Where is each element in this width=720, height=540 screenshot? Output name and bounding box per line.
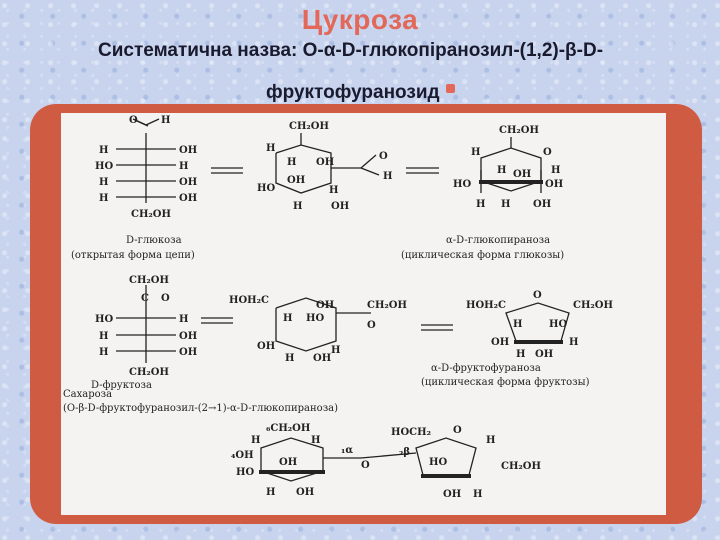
sucrose-glucose-label: H [266,487,275,498]
fructose-row2-right: OH [179,331,197,342]
fructofuranose-caption-name: α-D-фруктофураноза [431,363,541,374]
glucopyranose-label: OH [545,179,563,190]
glucose-open-bottom: CH₂OH [131,209,171,220]
sucrose-fructose-label: H [486,435,495,446]
glucose-pseudo-label: H [293,201,302,212]
glucopyranose-caption-form: (циклическая форма глюкозы) [401,250,564,261]
sucrose-glucose-label: OH [296,487,314,498]
glucose-open-o: O [129,115,138,126]
sucrose-fructose-label: H [473,489,482,500]
sucrose-caption-name: Сахароза [63,389,112,400]
sucrose-glucose-label: ₆CH₂OH [266,423,310,434]
accent-dot [446,84,455,93]
fructose-row3-left: H [99,347,108,358]
glucopyranose-label: H [471,147,480,158]
fructofuranose-label: OH [535,349,553,360]
systematic-name-line-2: фруктофуранозид [266,82,440,103]
glucopyranose-label: OH [513,169,531,180]
fructose-open-top: CH₂OH [129,275,169,286]
fructose-caption-name: D-фруктоза [91,380,152,391]
glucose-pseudo-label: OH [316,157,334,168]
sucrose-glucose-label: OH [279,457,297,468]
glucose-row3-right: OH [179,177,197,188]
sucrose-glucose-label: H [311,435,320,446]
fructose-pseudo-label: CH₂OH [367,300,407,311]
glucose-row4-right: OH [179,193,197,204]
chemistry-figure: O H H OH HO H H OH H OH CH₂OH D-глюкоза … [61,113,666,515]
glucopyranose-label: H [476,199,485,210]
glucose-caption-name: D-глюкоза [126,235,182,246]
glucopyranose-label: OH [533,199,551,210]
fructose-pseudo-label: H [285,353,294,364]
fructose-pseudo-label: OH [257,341,275,352]
fructose-pseudo-label: HOH₂C [229,295,269,306]
glucose-row1-left: H [99,145,108,156]
fructose-row2-left: H [99,331,108,342]
fructose-open-bottom: CH₂OH [129,367,169,378]
sucrose-fructose-label: OH [443,489,461,500]
glucose-pseudo-top: CH₂OH [289,121,329,132]
glucose-row2-right: H [179,161,188,172]
reaction-scheme: O H H OH HO H H OH H OH CH₂OH D-глюкоза … [63,115,613,500]
glucopyranose-label: H [551,165,560,176]
systematic-name-line-1: Систематична назва: О-α-D-глюкопіранозил… [98,40,604,61]
glucose-pseudo-label: H [266,143,275,154]
sucrose-fructose-label: ₂β [399,447,410,458]
glucose-row2-left: HO [95,161,113,172]
fructose-row1-right: H [179,314,188,325]
glucose-pseudo-label: OH [331,201,349,212]
fructose-pseudo-label: H [331,345,340,356]
glucose-caption-form: (открытая форма цепи) [71,250,195,261]
sucrose-glucose-label: O [361,460,370,471]
glucose-open-h: H [161,115,170,126]
slide-title: Цукроза [301,4,419,35]
sucrose-glucose-label: HO [236,467,254,478]
sucrose-glucose-label: H [251,435,260,446]
fructofuranose-label: HO [549,319,567,330]
sucrose-glucose-label: ₄OH [231,450,254,461]
glucopyranose-label: H [501,199,510,210]
fructose-row1-left: HO [95,314,113,325]
fructose-pseudo-label: HO [306,313,324,324]
glucopyranose-label: HO [453,179,471,190]
fructofuranose-caption-form: (циклическая форма фруктозы) [421,377,590,388]
glucose-row4-left: H [99,193,108,204]
fructose-pseudo-label: O [367,320,376,331]
glucopyranose-label: H [497,165,506,176]
glucopyranose-caption-name: α-D-глюкопираноза [446,235,550,246]
fructose-row3-right: OH [179,347,197,358]
fructose-pseudo-label: OH [316,300,334,311]
glucose-pseudo-label: H [287,157,296,168]
glucose-row1-right: OH [179,145,197,156]
fructofuranose-label: H [569,337,578,348]
glucose-pseudo-label: HO [257,183,275,194]
sucrose-fructose-label: HO [429,457,447,468]
fructofuranose-label: HOH₂C [466,300,506,311]
sucrose-glucose-label: ₁α [341,445,353,456]
fructose-pseudo-label: OH [313,353,331,364]
glucose-pseudo-label: OH [287,175,305,186]
fructose-open-c: C [141,293,149,304]
sucrose-fructose-label: O [453,425,462,436]
sucrose-fructose-label: HOCH₂ [391,427,431,438]
glucopyranose-label: O [543,147,552,158]
fructofuranose-label: CH₂OH [573,300,613,311]
sucrose-caption-full: (О-β-D-фруктофуранозил-(2→1)-α-D-глюкопи… [63,403,338,414]
sucrose-fructose-label: CH₂OH [501,461,541,472]
fructofuranose-label: OH [491,337,509,348]
fructose-open-o: O [161,293,170,304]
glucopyranose-top: CH₂OH [499,125,539,136]
fructofuranose-label: H [516,349,525,360]
glucose-pseudo-label: H [383,171,392,182]
fructofuranose-label: H [513,319,522,330]
glucose-pseudo-label: H [329,185,338,196]
glucose-pseudo-label: O [379,151,388,162]
fructose-pseudo-label: H [283,313,292,324]
fructofuranose-label: O [533,290,542,301]
glucose-row3-left: H [99,177,108,188]
